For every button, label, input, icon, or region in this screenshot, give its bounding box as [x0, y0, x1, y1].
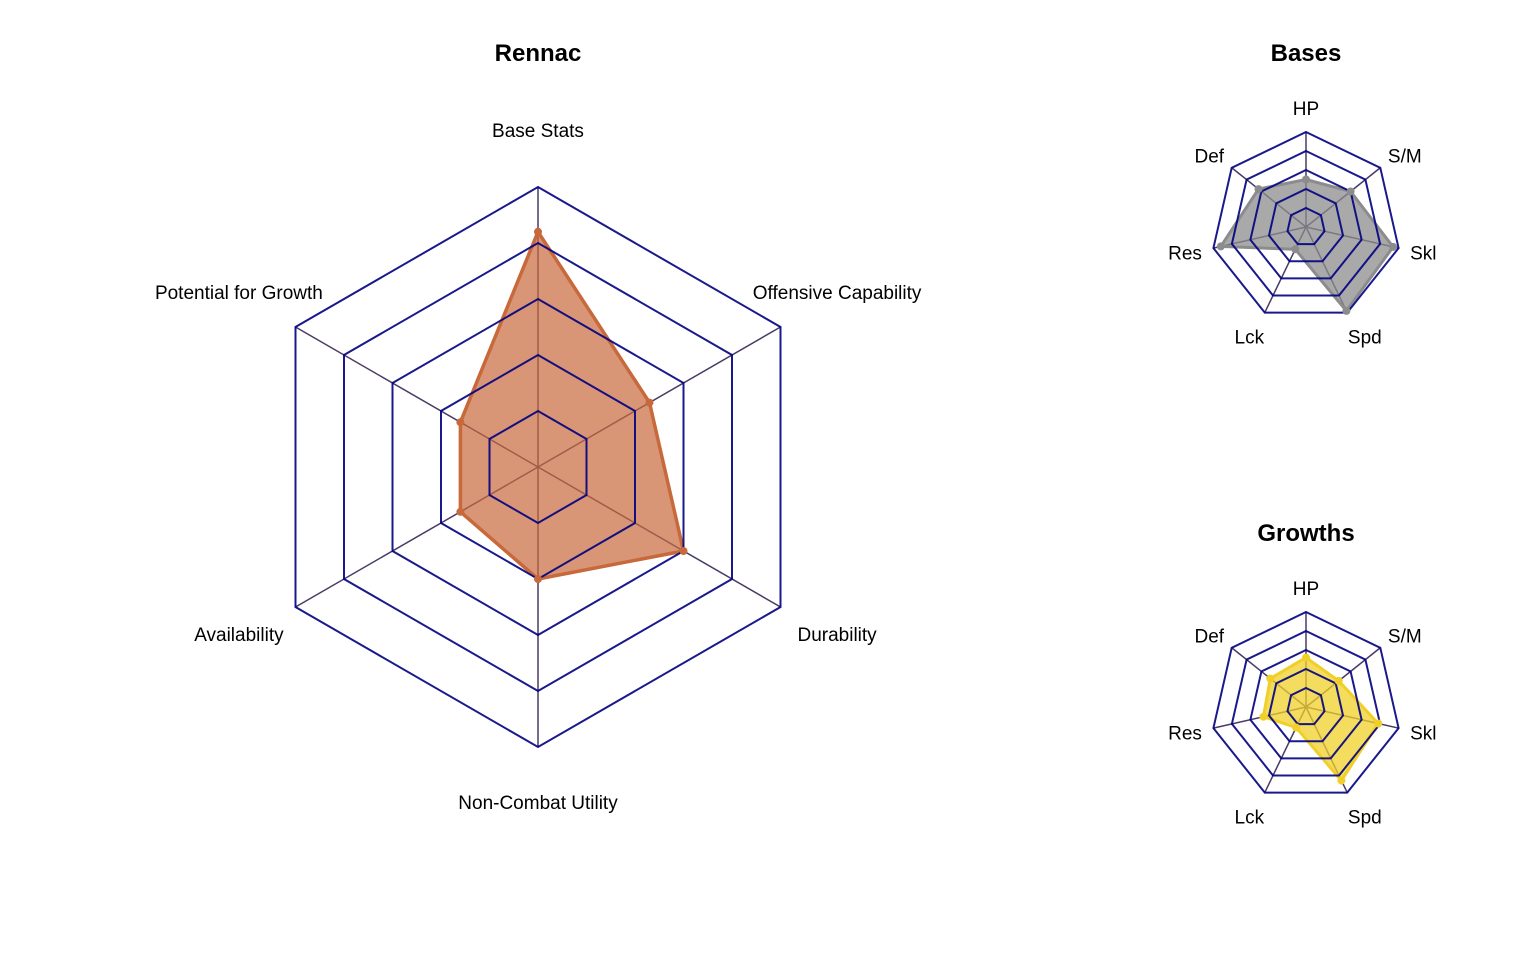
- axis-label-availability: Availability: [194, 625, 284, 646]
- grid-ring-4: [343, 241, 733, 693]
- data-point-spd: [1337, 776, 1346, 785]
- grid-ring-3: [391, 297, 685, 637]
- data-point-skl: [1389, 242, 1398, 251]
- axis-label-lck: Lck: [1235, 808, 1265, 829]
- axis-label-s-m: S/M: [1388, 626, 1422, 647]
- grid-ring-4: [1230, 629, 1382, 777]
- axis-label-def: Def: [1195, 146, 1225, 167]
- grid-ring-1: [1286, 206, 1326, 246]
- axis-label-potential-for-growth: Potential for Growth: [155, 283, 323, 304]
- axis-label-hp: HP: [1293, 579, 1319, 600]
- axis-label-durability: Durability: [797, 625, 877, 646]
- axis-label-offensive-capability: Offensive Capability: [753, 283, 922, 304]
- grid-ring-5: [1212, 130, 1400, 314]
- axis-label-lck: Lck: [1235, 328, 1265, 349]
- data-point-potential-for-growth: [456, 418, 465, 427]
- axis-label-res: Res: [1168, 724, 1202, 745]
- grid-ring-3: [1249, 168, 1363, 280]
- axis-label-skl: Skl: [1410, 724, 1436, 745]
- axis-label-def: Def: [1195, 626, 1225, 647]
- axis-label-hp: HP: [1293, 99, 1319, 120]
- data-point-lck: [1291, 245, 1300, 254]
- grid-ring-1: [1286, 686, 1326, 726]
- data-point-hp: [1302, 175, 1310, 184]
- growths-chart-title: Growths: [1257, 520, 1354, 547]
- grid-ring-1: [488, 409, 588, 525]
- data-point-hp: [1302, 653, 1310, 662]
- axis-label-spd: Spd: [1348, 808, 1382, 829]
- data-point-availability: [456, 507, 465, 516]
- axis-label-base-stats: Base Stats: [492, 121, 584, 142]
- grid-ring-2: [1267, 187, 1345, 263]
- grid-ring-5: [1212, 610, 1400, 794]
- data-point-s-m: [1334, 676, 1343, 685]
- grid-ring-5: [294, 185, 782, 749]
- data-point-def: [1254, 185, 1263, 194]
- data-point-durability: [679, 547, 688, 555]
- axis-label-skl: Skl: [1410, 244, 1436, 265]
- grid-ring-2: [1267, 667, 1345, 743]
- axis-label-s-m: S/M: [1388, 146, 1422, 167]
- data-point-base-stats: [534, 227, 542, 236]
- data-point-res: [1259, 712, 1268, 721]
- grid-ring-4: [1230, 149, 1382, 297]
- data-point-def: [1266, 674, 1275, 683]
- data-point-res: [1216, 242, 1225, 251]
- series-area: [1219, 178, 1395, 313]
- grid-ring-3: [1249, 648, 1363, 760]
- axis-label-res: Res: [1168, 244, 1202, 265]
- data-point-non-combat-utility: [534, 575, 542, 583]
- data-point-lck: [1292, 723, 1301, 732]
- data-point-offensive-capability: [645, 398, 654, 407]
- axis-label-spd: Spd: [1348, 328, 1382, 349]
- data-point-skl: [1374, 719, 1383, 728]
- data-point-s-m: [1346, 187, 1355, 196]
- axis-label-non-combat-utility: Non-Combat Utility: [458, 793, 618, 814]
- bases-chart-title: Bases: [1271, 40, 1342, 67]
- rennac-chart-title: Rennac: [495, 40, 582, 67]
- series-area: [1261, 656, 1380, 783]
- data-point-spd: [1342, 306, 1351, 315]
